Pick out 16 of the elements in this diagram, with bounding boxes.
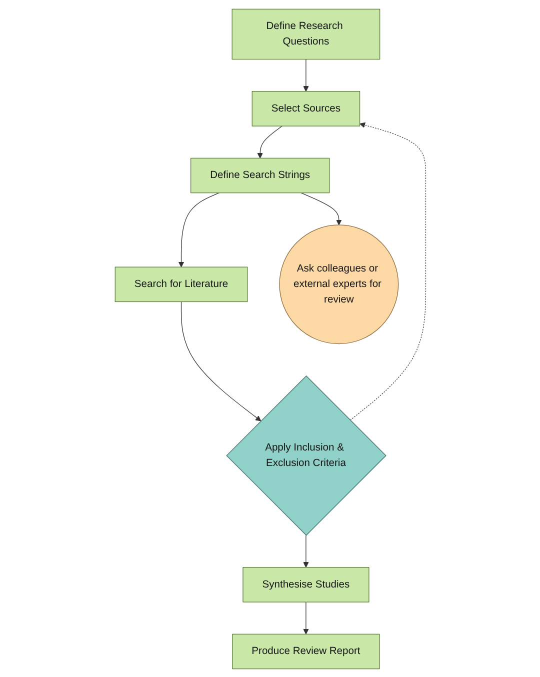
node-box: Define Search Strings (190, 157, 330, 193)
arrow (256, 125, 282, 158)
arrow (302, 534, 308, 568)
node-box: Synthesise Studies (242, 566, 369, 602)
node-diamond: Apply Inclusion & Exclusion Criteria (226, 374, 386, 536)
arrow (349, 122, 426, 420)
arrow (302, 601, 308, 634)
node-box: Define Research Questions (231, 8, 380, 60)
node-circle: Ask colleagues or external experts for review (278, 224, 398, 344)
node-box: Search for Literature (114, 266, 248, 302)
arrow (302, 58, 308, 92)
arrow (300, 192, 342, 225)
arrow (180, 300, 261, 421)
node-box: Select Sources (251, 90, 360, 126)
node-box: Produce Review Report (232, 633, 380, 669)
arrow (178, 192, 220, 267)
